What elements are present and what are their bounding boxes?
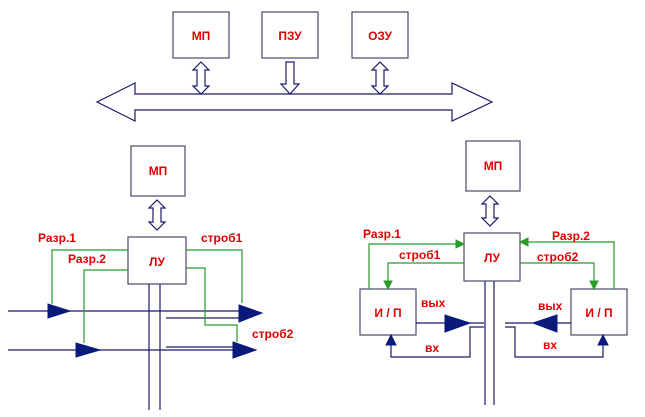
right-ip-right-box [570, 288, 628, 336]
left-strob2-wire [186, 267, 238, 342]
right-left-vh-line [390, 326, 484, 358]
right-strob1-arrow [383, 280, 393, 291]
left-razr1-wire [51, 249, 128, 304]
left-output-buffer-1 [238, 304, 264, 323]
system-bus-arrow [95, 82, 494, 122]
top-ozu-label: ОЗУ [368, 29, 392, 43]
left-razr2-wire [83, 269, 128, 343]
left-mp-label: МП [149, 164, 168, 178]
right-razr2-wire [520, 241, 615, 289]
right-razr2-arrow [518, 237, 529, 247]
top-pzu-label: ПЗУ [278, 29, 302, 43]
right-ip-left-label: И / П [374, 306, 401, 320]
top-ozu-box [351, 11, 409, 59]
right-right-out-buffer [531, 314, 558, 333]
left-strob1-label: строб1 [201, 231, 243, 245]
right-strob2-label: строб2 [537, 250, 579, 264]
right-right-vh-arrow [597, 333, 609, 346]
right-ip-right-label: И / П [585, 306, 612, 320]
right-mp-box [465, 140, 521, 192]
right-strob2-wire [520, 262, 595, 289]
top-mp-box [172, 11, 230, 59]
right-strob1-wire [387, 262, 464, 289]
left-razr2-label: Разр.2 [68, 252, 106, 266]
right-lu-box [463, 232, 521, 282]
right-vh-left-label: вх [425, 341, 439, 355]
right-vyh-right-label: вых [538, 299, 563, 313]
right-left-vh-arrow [385, 333, 397, 346]
right-mp-connector [480, 195, 500, 227]
top-pzu-box [261, 11, 319, 59]
right-mp-label: МП [484, 159, 503, 173]
left-output-buffer-2 [232, 341, 258, 359]
right-razr1-wire [368, 243, 464, 289]
left-mp-connector [147, 199, 167, 231]
right-right-vh-line [505, 326, 604, 358]
right-razr1-label: Разр.1 [363, 227, 401, 241]
left-strob1-wire [186, 249, 243, 303]
right-left-out-buffer [444, 314, 472, 333]
left-lu-box [127, 236, 187, 285]
left-input-buffer-2 [75, 342, 102, 358]
right-razr2-label: Разр.2 [552, 229, 590, 243]
left-strob2-label: строб2 [252, 327, 294, 341]
top-pzu-connector [279, 61, 301, 95]
right-razr1-arrow [455, 239, 466, 249]
left-mp-box [130, 145, 186, 197]
right-vyh-left-label: вых [421, 296, 446, 310]
right-vh-right-label: вх [543, 338, 557, 352]
right-strob2-arrow [589, 280, 599, 291]
left-input-buffer-1 [47, 303, 72, 319]
left-razr1-label: Разр.1 [38, 231, 76, 245]
left-lu-label: ЛУ [149, 255, 165, 269]
right-lu-label: ЛУ [484, 251, 500, 265]
top-mp-connector [191, 61, 211, 95]
right-strob1-label: строб1 [399, 248, 441, 262]
top-ozu-connector [370, 61, 390, 95]
top-mp-label: МП [192, 29, 211, 43]
